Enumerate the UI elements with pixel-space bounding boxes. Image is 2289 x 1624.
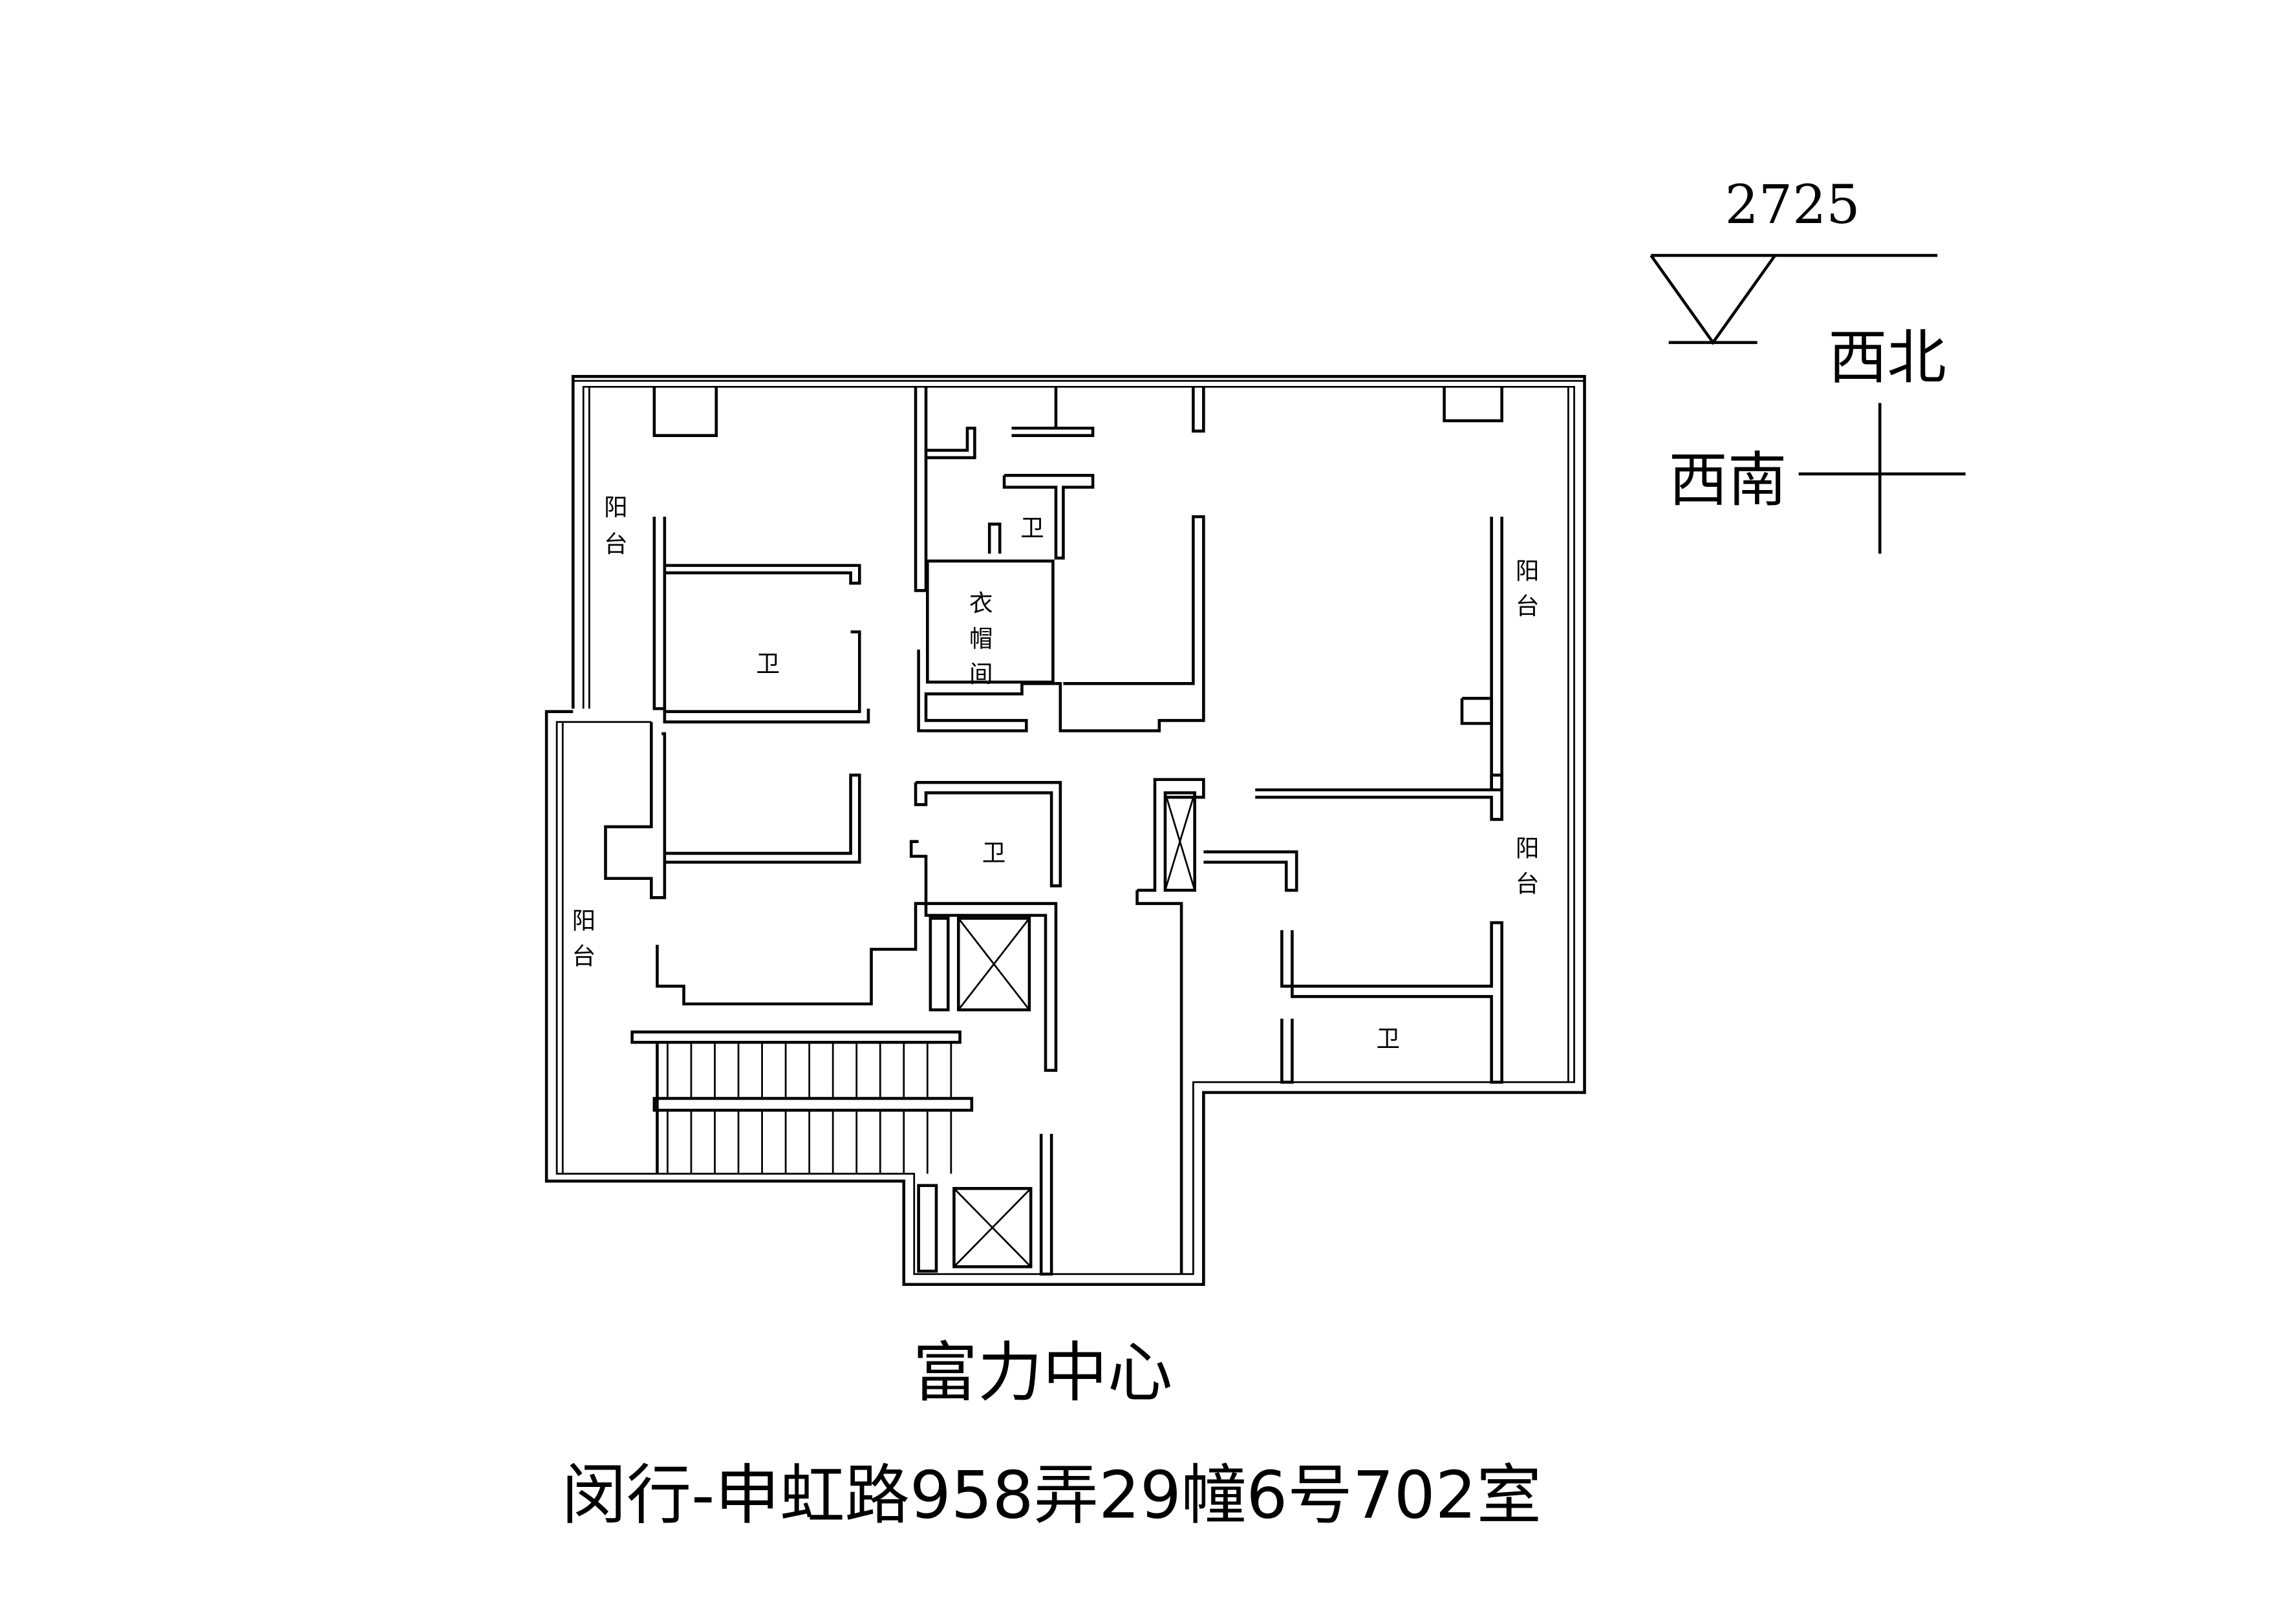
room-label-bath-west: 卫: [756, 650, 780, 678]
room-label-balcony-sw: 阳台: [568, 908, 596, 979]
elevator-shaft-2: [952, 1187, 1033, 1268]
room-label-bath-east: 卫: [1377, 1025, 1401, 1052]
room-label-cloakroom: 衣帽间: [965, 590, 993, 696]
room-label-bath-center-top: 卫: [1020, 514, 1044, 542]
room-label-bath-center: 卫: [982, 839, 1006, 866]
outer-walls: [544, 375, 1586, 1287]
duct-shaft: [1163, 791, 1196, 892]
elevation-marker: 2725: [1650, 175, 1938, 345]
property-address: 闵行-申虹路958弄29幢6号702室: [561, 1458, 1542, 1533]
staircase: [630, 1030, 974, 1174]
room-label-balcony-se: 阳台: [1512, 836, 1540, 907]
room-label-balcony-ne: 阳台: [1512, 558, 1540, 629]
project-name: 富力中心: [912, 1335, 1172, 1411]
compass-southwest-label: 西南: [1669, 445, 1787, 515]
elevation-value: 2725: [1725, 175, 1860, 236]
interior-walls: [604, 387, 1503, 1276]
room-labels: 阳台 卫 卫 衣帽间 阳台 阳台 阳台 卫 卫: [568, 493, 1539, 1052]
compass-northwest-label: 西北: [1828, 323, 1946, 392]
room-label-balcony-nw: 阳台: [604, 493, 628, 558]
orientation-compass: 西北 西南: [1669, 323, 1966, 554]
elevator-shaft-1: [956, 917, 1031, 1012]
